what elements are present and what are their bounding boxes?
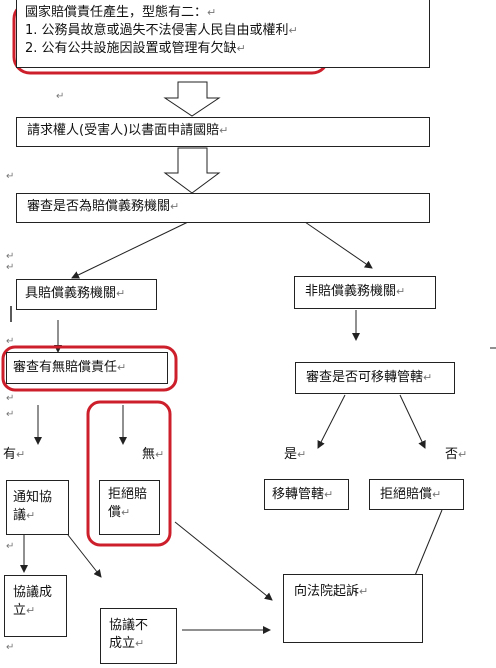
return-mark: ↵ bbox=[6, 251, 15, 262]
box-review-liability: 審查有無賠償責任↵ bbox=[6, 352, 168, 384]
arrow-yes bbox=[317, 394, 346, 449]
box-is-agency: 具賠償義務機關↵ bbox=[16, 279, 157, 310]
highlight-review-liability bbox=[1, 345, 178, 392]
label-none: 無↵ bbox=[142, 447, 165, 462]
arrow-to-fail bbox=[67, 534, 102, 578]
return-mark: ↵ bbox=[6, 541, 15, 552]
label-has: 有↵ bbox=[3, 447, 26, 462]
arrow-to-is-agency bbox=[71, 221, 189, 279]
block-arrow-2 bbox=[163, 147, 221, 194]
box-refuse-compensation-left: 拒絕賠 償↵ bbox=[99, 480, 160, 535]
box-notify-negotiation: 通知協 議↵ bbox=[6, 480, 69, 535]
arrow-no bbox=[399, 394, 426, 449]
block-arrow-1 bbox=[163, 81, 221, 117]
step-request: 請求權人(受害人)以書面申請國賠↵ bbox=[16, 117, 430, 147]
box-negotiation-fail: 協議不 成立↵ bbox=[100, 608, 177, 664]
label-no: 否↵ bbox=[445, 447, 468, 462]
box-review-transfer: 審查是否可移轉管轄↵ bbox=[295, 362, 455, 394]
intro-item-1: 1. 公務員故意或過失不法侵害人民自由或權利↵ bbox=[25, 23, 298, 38]
highlight-refuse-left bbox=[86, 400, 172, 547]
step-review-agency: 審查是否為賠償義務機關↵ bbox=[16, 193, 430, 223]
return-mark: ↵ bbox=[6, 171, 15, 182]
label-yes: 是↵ bbox=[284, 447, 307, 462]
box-negotiation-success: 協議成 立↵ bbox=[4, 575, 67, 637]
return-mark: ↵ bbox=[6, 642, 15, 653]
arrow-to-not-agency bbox=[304, 221, 373, 269]
return-mark: ↵ bbox=[56, 91, 65, 102]
return-mark: ↵ bbox=[6, 336, 15, 347]
box-sue-in-court: 向法院起訴↵ bbox=[283, 574, 423, 643]
return-mark: ↵ bbox=[6, 409, 15, 420]
intro-box: 國家賠償責任產生，型態有二：↵ 1. 公務員故意或過失不法侵害人民自由或權利↵ … bbox=[16, 0, 430, 68]
arrow-refuse-to-court bbox=[174, 521, 273, 601]
return-mark: ↵ bbox=[6, 393, 15, 404]
return-mark: ↵ bbox=[6, 262, 15, 273]
box-transfer-jurisdiction: 移轉管轄↵ bbox=[264, 479, 349, 510]
intro-title: 國家賠償責任產生，型態有二：↵ bbox=[25, 5, 217, 20]
intro-item-2: 2. 公有公共設施因設置或管理有欠缺↵ bbox=[25, 41, 246, 56]
box-not-agency: 非賠償義務機關↵ bbox=[294, 276, 436, 309]
box-refuse-compensation-right: 拒絕賠償↵ bbox=[369, 479, 464, 510]
